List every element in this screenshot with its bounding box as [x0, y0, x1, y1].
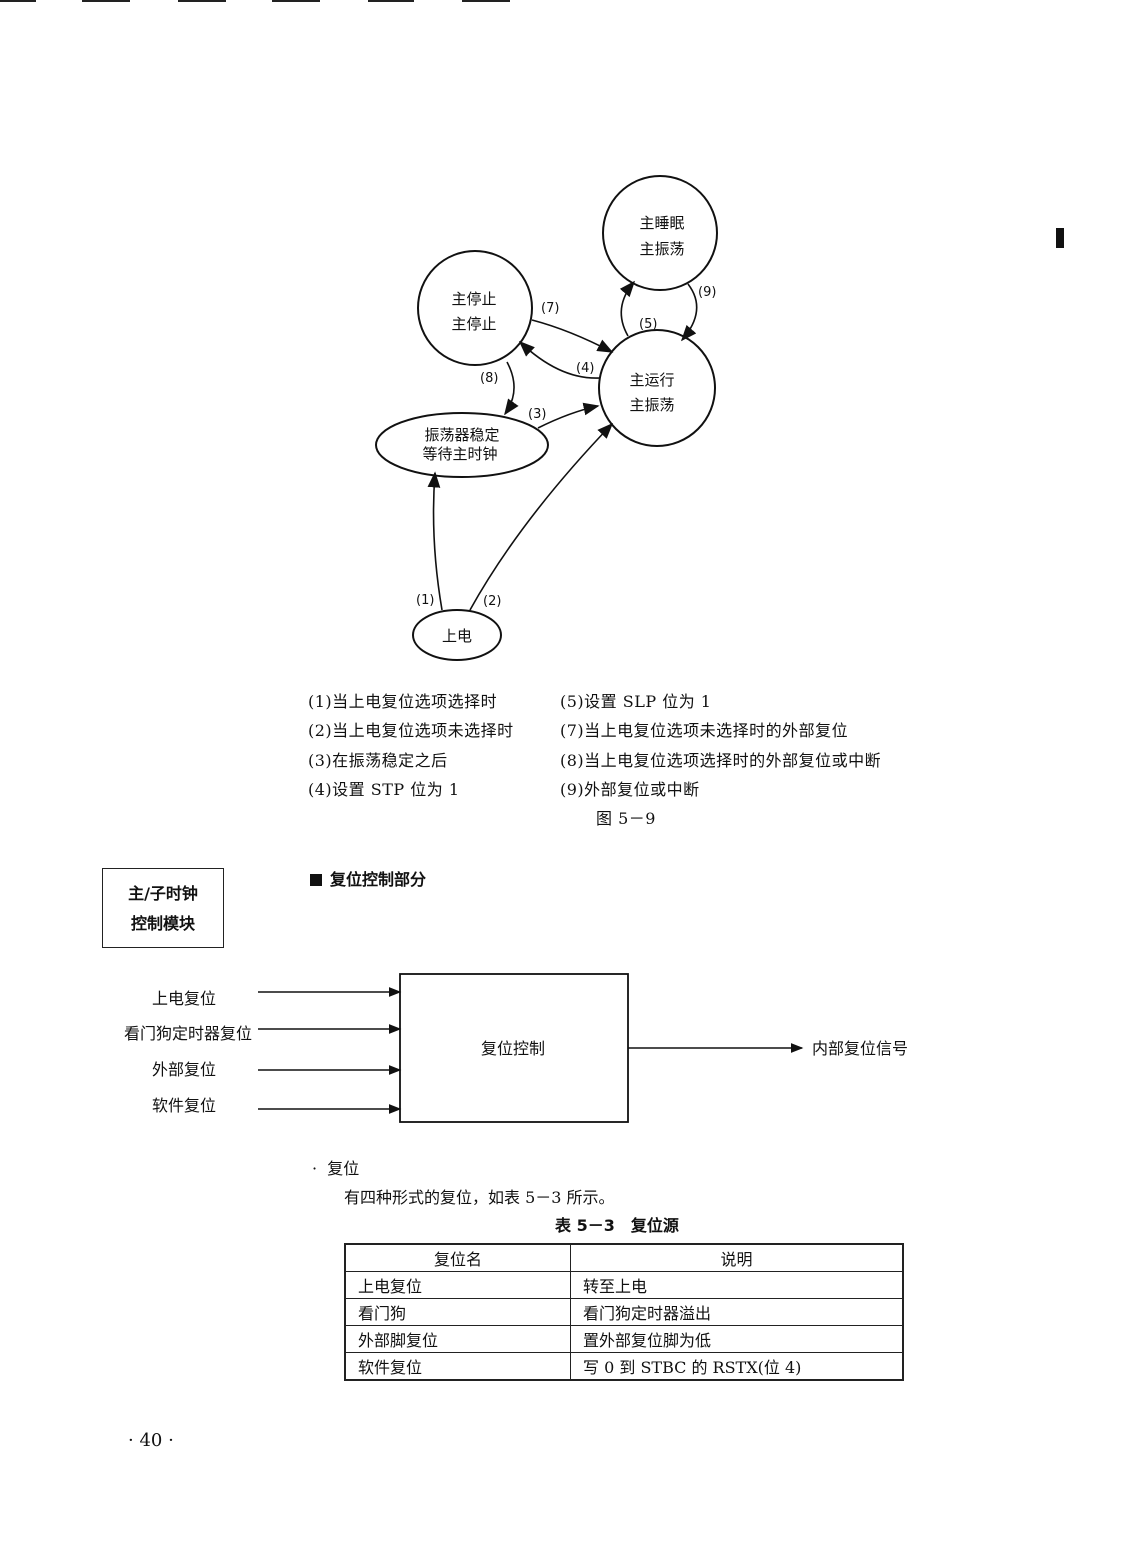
state-main-run-line2: 主振荡: [629, 396, 674, 414]
sidebar-box-line1: 主/子时钟: [128, 884, 198, 903]
state-power-on: [412, 609, 502, 661]
edge-mark: [1056, 228, 1064, 248]
figure-caption: 图 5－9: [596, 809, 656, 828]
bullet-heading: · 复位: [312, 1159, 360, 1178]
transition-label-1: (1): [416, 593, 434, 608]
state-main-stop-line1: 主停止: [451, 290, 496, 308]
state-diagram: 主睡眠 主振荡 主停止 主停止 主运行 主振荡 振荡器稳定 等待主时钟 上电 (…: [375, 175, 718, 661]
table-cell: 软件复位: [344, 1352, 571, 1381]
arrow-1: [427, 471, 443, 611]
top-rule: [82, 0, 130, 2]
arrow-2: [469, 422, 614, 611]
state-main-run-line1: 主运行: [629, 371, 674, 389]
table-header-cell: 复位名: [344, 1243, 571, 1272]
table-cell: 置外部复位脚为低: [570, 1325, 904, 1353]
table-row: 看门狗 看门狗定时器溢出: [344, 1298, 904, 1326]
section-title: 复位控制部分: [310, 866, 426, 890]
state-osc-wait-line1: 振荡器稳定: [424, 426, 499, 444]
legend-item: (7)当上电复位选项未选择时的外部复位: [560, 721, 849, 740]
input-label-external: 外部复位: [151, 1060, 216, 1079]
table-header-row: 复位名 说明: [344, 1243, 904, 1272]
top-rule: [462, 0, 510, 2]
square-bullet-icon: [310, 874, 322, 886]
sidebar-box-line2: 控制模块: [130, 914, 195, 933]
table-cell: 看门狗定时器溢出: [570, 1298, 904, 1326]
arrow-9: [680, 283, 698, 342]
transition-label-8: (8): [480, 371, 498, 386]
arrow-7: [531, 319, 614, 353]
state-osc-wait-line2: 等待主时钟: [422, 445, 497, 463]
table-row: 外部脚复位 置外部复位脚为低: [344, 1325, 904, 1353]
legend-item: (4)设置 STP 位为 1: [308, 780, 460, 799]
top-rule: [0, 0, 36, 2]
table-cell: 上电复位: [344, 1271, 571, 1299]
sidebar-box: 主/子时钟 控制模块: [102, 868, 224, 948]
state-main-sleep-line2: 主振荡: [639, 240, 684, 258]
section-title-text: 复位控制部分: [330, 870, 427, 889]
transition-label-3: (3): [528, 407, 546, 422]
transition-label-7: (7): [541, 301, 559, 316]
table-header-cell: 说明: [570, 1243, 904, 1272]
reset-control-label: 复位控制: [481, 1039, 545, 1058]
arrow-3: [537, 402, 600, 429]
transition-label-9: (9): [698, 285, 716, 300]
legend-item: (3)在振荡稳定之后: [308, 751, 448, 770]
bullet-heading-text: 复位: [327, 1159, 360, 1178]
state-osc-wait: [375, 412, 549, 478]
arrow-5: [619, 280, 636, 337]
body-paragraph: 有四种形式的复位，如表 5－3 所示。: [344, 1188, 615, 1207]
arrow-8: [504, 361, 519, 416]
table-caption: 表 5－3 复位源: [555, 1216, 679, 1235]
reset-source-table: 复位名 说明 上电复位 转至上电 看门狗 看门狗定时器溢出 外部脚复位 置外部复…: [344, 1243, 904, 1381]
state-main-run: [598, 329, 716, 447]
legend-item: (8)当上电复位选项选择时的外部复位或中断: [560, 751, 882, 770]
legend-item: (9)外部复位或中断: [560, 780, 700, 799]
legend-item: (5)设置 SLP 位为 1: [560, 692, 712, 711]
table-cell: 看门狗: [344, 1298, 571, 1326]
legend-item: (2)当上电复位选项未选择时: [308, 721, 514, 740]
input-label-software: 软件复位: [151, 1096, 216, 1115]
table-cell: 外部脚复位: [344, 1325, 571, 1353]
transition-label-4: (4): [576, 361, 594, 376]
input-label-watchdog: 看门狗定时器复位: [123, 1024, 252, 1043]
input-label-power-on: 上电复位: [151, 989, 216, 1008]
reset-block-diagram: 复位控制 内部复位信号: [258, 973, 908, 1123]
top-rule: [178, 0, 226, 2]
state-main-stop-line2: 主停止: [451, 315, 496, 333]
table-row: 软件复位 写 0 到 STBC 的 RSTX(位 4): [344, 1352, 904, 1381]
output-label: 内部复位信号: [812, 1039, 908, 1058]
state-main-sleep: [602, 175, 718, 291]
transition-label-5: (5): [639, 317, 657, 332]
table-row: 上电复位 转至上电: [344, 1271, 904, 1299]
legend-item: (1)当上电复位选项选择时: [308, 692, 498, 711]
state-power-on-label: 上电: [442, 627, 472, 645]
transition-label-2: (2): [483, 594, 501, 609]
arrow-4: [518, 340, 601, 379]
table-cell: 写 0 到 STBC 的 RSTX(位 4): [570, 1352, 904, 1381]
page-number: · 40 ·: [128, 1430, 174, 1451]
table-cell: 转至上电: [570, 1271, 904, 1299]
state-main-stop: [417, 250, 533, 366]
state-main-sleep-line1: 主睡眠: [639, 214, 684, 232]
top-rule: [368, 0, 414, 2]
top-rule: [272, 0, 320, 2]
